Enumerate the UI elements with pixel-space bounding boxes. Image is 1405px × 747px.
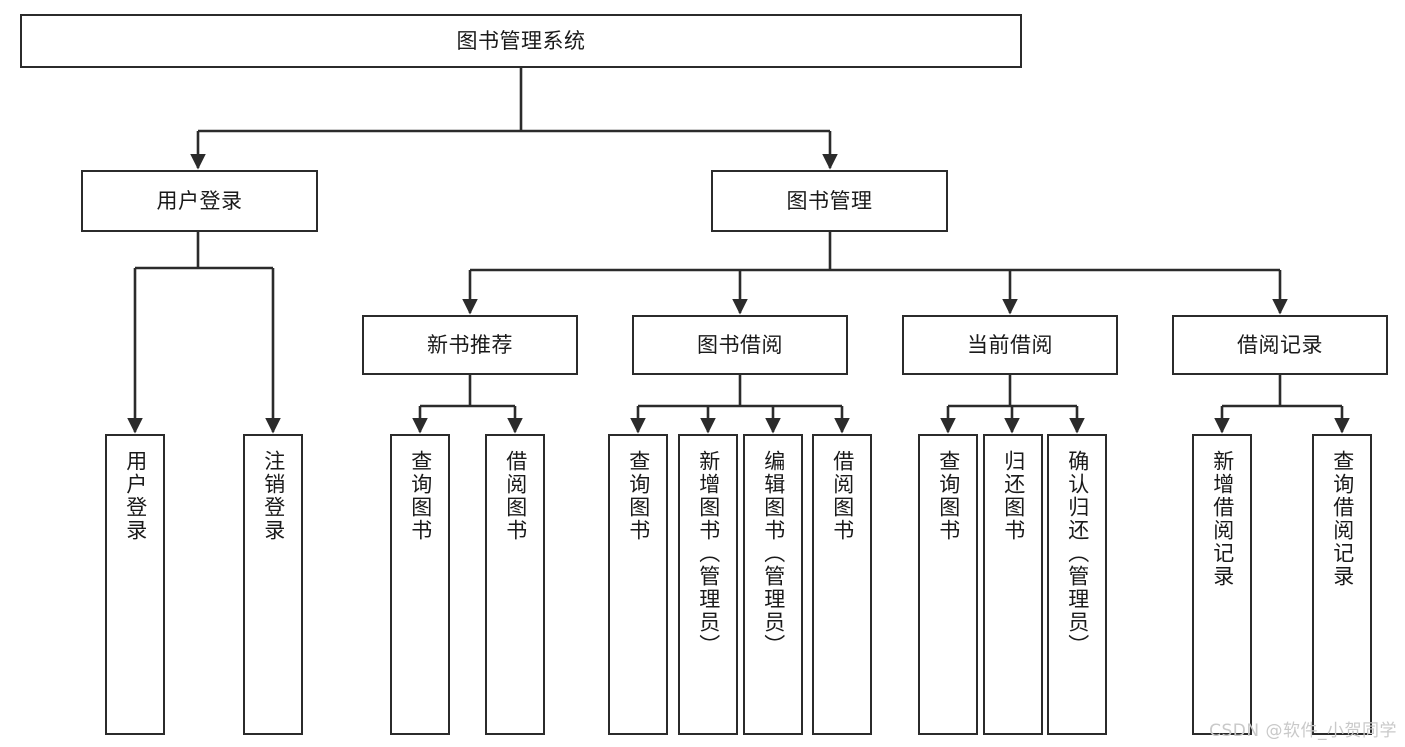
leaf-user-login-2-label: 注销登录 [261,450,286,542]
leaf-borrow-3-label: 编辑图书（管理员） [761,450,786,657]
node-book-borrow-label: 图书借阅 [697,332,783,357]
leaf-current-3[interactable]: 确认归还（管理员） [1047,434,1107,735]
leaf-borrow-1-label: 查询图书 [626,450,651,542]
leaf-borrow-3[interactable]: 编辑图书（管理员） [743,434,803,735]
leaf-user-login-2[interactable]: 注销登录 [243,434,303,735]
node-book-management[interactable]: 图书管理 [711,170,948,232]
leaf-user-login-1[interactable]: 用户登录 [105,434,165,735]
leaf-records-1[interactable]: 新增借阅记录 [1192,434,1252,735]
leaf-current-2[interactable]: 归还图书 [983,434,1043,735]
node-root-label: 图书管理系统 [456,28,586,53]
leaf-records-1-label: 新增借阅记录 [1210,450,1235,588]
node-current-borrow[interactable]: 当前借阅 [902,315,1118,375]
leaf-current-1[interactable]: 查询图书 [918,434,978,735]
node-book-management-label: 图书管理 [786,188,873,213]
leaf-current-1-label: 查询图书 [936,450,961,542]
watermark: CSDN @软件_小贺同学 [1209,721,1397,741]
node-new-book-recommend[interactable]: 新书推荐 [362,315,578,375]
leaf-new-book-1-label: 查询图书 [408,450,433,542]
leaf-user-login-1-label: 用户登录 [123,450,148,542]
leaf-borrow-4[interactable]: 借阅图书 [812,434,872,735]
leaf-records-2[interactable]: 查询借阅记录 [1312,434,1372,735]
leaf-borrow-2[interactable]: 新增图书（管理员） [678,434,738,735]
node-root[interactable]: 图书管理系统 [20,14,1022,68]
node-borrow-records[interactable]: 借阅记录 [1172,315,1388,375]
leaf-new-book-1[interactable]: 查询图书 [390,434,450,735]
node-new-book-recommend-label: 新书推荐 [427,332,513,357]
node-current-borrow-label: 当前借阅 [967,332,1053,357]
node-borrow-records-label: 借阅记录 [1237,332,1323,357]
node-book-borrow[interactable]: 图书借阅 [632,315,848,375]
node-user-login[interactable]: 用户登录 [81,170,318,232]
leaf-borrow-2-label: 新增图书（管理员） [696,450,721,657]
leaf-current-2-label: 归还图书 [1001,450,1026,542]
leaf-borrow-4-label: 借阅图书 [830,450,855,542]
leaf-current-3-label: 确认归还（管理员） [1065,450,1090,657]
leaf-new-book-2[interactable]: 借阅图书 [485,434,545,735]
leaf-borrow-1[interactable]: 查询图书 [608,434,668,735]
leaf-new-book-2-label: 借阅图书 [503,450,528,542]
node-user-login-label: 用户登录 [156,188,243,213]
leaf-records-2-label: 查询借阅记录 [1330,450,1355,588]
